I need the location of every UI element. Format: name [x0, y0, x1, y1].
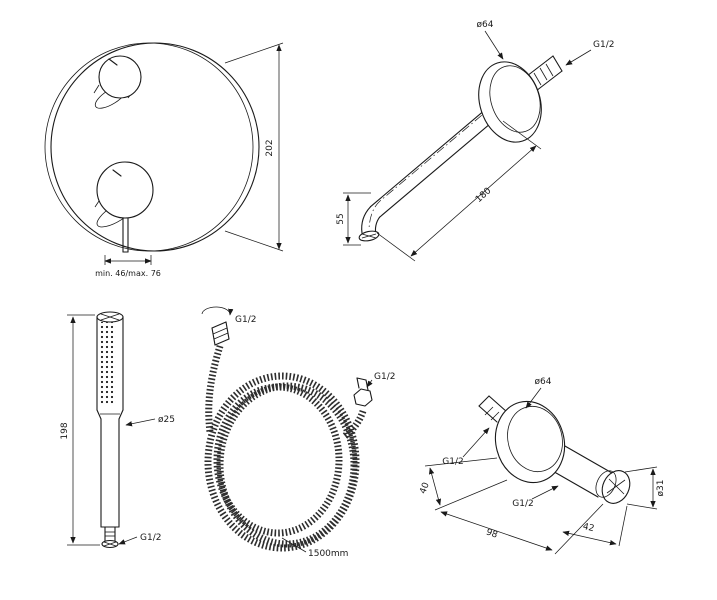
elbow-wall-thread-label: G1/2	[442, 427, 490, 467]
label-hose-thread-top: G1/2	[235, 315, 256, 325]
elbow-thread-nipple	[478, 395, 508, 423]
wall-elbow-drawing: ø64 G1/2 G1/2 40 98 42	[418, 377, 666, 555]
elbow-flange-diameter-dimension: ø64	[525, 377, 552, 409]
dim-spout-length: 180	[474, 186, 494, 205]
dim-elbow-42: 42	[582, 522, 595, 534]
label-hose-thread-side: G1/2	[374, 372, 395, 382]
spout-flange-diameter-dimension: ø64	[477, 20, 504, 60]
mixer-depth-dimension: min. 46/max. 76	[95, 255, 161, 278]
dim-spout-drop: 55	[336, 213, 346, 224]
dim-hose-length: 1500mm	[308, 549, 348, 559]
elbow-dim-42: 42	[562, 505, 628, 547]
label-handshower-thread: G1/2	[140, 533, 161, 543]
mixer-plate-drawing: 202 min. 46/max. 76	[44, 42, 284, 278]
elbow-flange	[494, 400, 566, 484]
elbow-dim-98: 98	[440, 503, 604, 555]
label-spout-thread: G1/2	[593, 40, 614, 50]
elbow-dim-40: 40	[418, 457, 508, 511]
shower-hose-drawing: G1/2 G1/2 1500mm	[201, 306, 395, 559]
hose-coil	[204, 344, 367, 552]
dim-mixer-height: 202	[265, 139, 275, 156]
dim-elbow-40: 40	[418, 481, 431, 495]
dim-elbow-flange: ø64	[535, 377, 552, 387]
elbow-holder-diameter-dimension: ø31	[624, 466, 666, 510]
wall-spout-drawing: ø64 G1/2 180 55	[336, 20, 614, 262]
hose-top-thread-label: G1/2	[235, 315, 256, 325]
handshower-body	[96, 311, 124, 528]
hose-top-connector	[201, 306, 234, 346]
spout-flange	[478, 61, 542, 143]
handshower-connector	[101, 526, 119, 549]
handshower-diameter-dimension: ø25	[125, 415, 175, 427]
dim-elbow-98: 98	[485, 528, 499, 541]
hand-shower-drawing: 198 ø25 G1/2	[60, 311, 175, 549]
dim-handshower-length: 198	[60, 422, 70, 439]
handshower-length-dimension: 198	[60, 314, 100, 546]
mixer-height-dimension: 202	[224, 42, 284, 252]
handshower-thread-label: G1/2	[118, 533, 161, 545]
hose-side-connector: G1/2	[353, 372, 395, 407]
mixer-plate	[44, 42, 260, 252]
elbow-out-thread-label: G1/2	[512, 485, 559, 509]
elbow-holder-knob	[595, 470, 631, 504]
mixer-bottom-knob	[94, 161, 154, 253]
label-elbow-thread-out: G1/2	[512, 499, 533, 509]
spout-drop-dimension: 55	[336, 192, 371, 246]
dim-mixer-depth: min. 46/max. 76	[95, 269, 161, 278]
spout-thread-nipple	[526, 55, 563, 92]
hose-length-label: 1500mm	[281, 537, 348, 559]
label-elbow-thread-wall: G1/2	[442, 457, 463, 467]
dim-elbow-holder-diameter: ø31	[656, 480, 666, 497]
spout-thread-label: G1/2	[565, 40, 614, 66]
dim-handshower-diameter: ø25	[158, 415, 175, 425]
dim-spout-flange: ø64	[477, 20, 494, 30]
mixer-top-knob	[93, 55, 142, 109]
